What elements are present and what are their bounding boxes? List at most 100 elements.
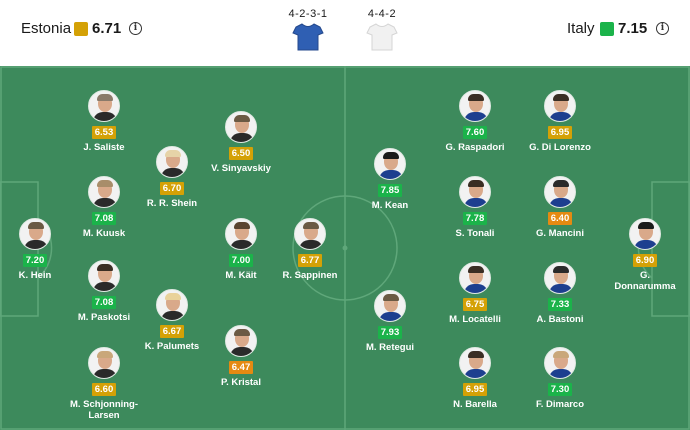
player-rating-badge: 7.60 [462,126,488,139]
player-name: M. Käit [225,270,257,281]
player-name: V. Sinyavskiy [211,163,271,174]
away-player[interactable]: 6.40 G. Mancini [525,176,595,239]
player-name: K. Palumets [144,341,200,352]
away-player[interactable]: 7.78 S. Tonali [440,176,510,239]
player-name: K. Hein [18,270,52,281]
home-team-rating: 6.71 [74,20,121,37]
player-name: G. Donnarumma [614,270,676,292]
player-avatar [544,262,576,294]
player-name: R. Sappinen [282,270,338,281]
player-rating-badge: 7.00 [228,254,254,267]
away-player[interactable]: 6.95 G. Di Lorenzo [525,90,595,153]
player-name: N. Barella [453,399,497,410]
player-rating-badge: 6.95 [462,383,488,396]
home-team-name: Estonia [21,20,72,37]
player-name: M. Kuusk [82,228,126,239]
player-avatar [544,176,576,208]
player-name: G. Raspadori [445,142,505,153]
home-rating-color-square [74,21,88,36]
player-rating-badge: 6.77 [297,254,323,267]
player-name: M. Paskotsi [77,312,131,323]
player-rating-badge: 7.78 [462,212,488,225]
player-avatar [225,111,257,143]
info-icon[interactable]: i [656,22,669,35]
player-avatar [88,260,120,292]
player-avatar [19,218,51,250]
player-avatar [459,90,491,122]
player-rating-badge: 6.70 [159,182,185,195]
player-avatar [225,218,257,250]
away-team-rating: 7.15 [600,20,647,37]
player-name: M. Retegui [365,342,415,353]
away-player[interactable]: 7.85 M. Kean [355,148,425,211]
home-player[interactable]: 7.20 K. Hein [0,218,70,281]
player-avatar [88,90,120,122]
home-player[interactable]: 7.08 M. Paskotsi [69,260,139,323]
player-rating-badge: 6.40 [547,212,573,225]
home-player[interactable]: 7.08 M. Kuusk [69,176,139,239]
player-rating-badge: 6.95 [547,126,573,139]
away-team-name: Italy [567,20,595,37]
player-rating-badge: 7.33 [547,298,573,311]
player-name: G. Mancini [535,228,585,239]
player-avatar [294,218,326,250]
player-rating-badge: 7.08 [91,212,117,225]
home-player[interactable]: 6.47 P. Kristal [206,325,276,388]
player-rating-badge: 6.75 [462,298,488,311]
player-name: S. Tonali [455,228,495,239]
player-avatar [156,289,188,321]
player-avatar [629,218,661,250]
player-name: M. Locatelli [449,314,501,325]
player-avatar [544,90,576,122]
player-avatar [225,325,257,357]
player-rating-badge: 7.08 [91,296,117,309]
home-player[interactable]: 6.53 J. Saliste [69,90,139,153]
player-name: F. Dimarco [535,399,585,410]
player-rating-badge: 6.53 [91,126,117,139]
player-name: J. Saliste [83,142,125,153]
away-player[interactable]: 7.93 M. Retegui [355,290,425,353]
player-avatar [374,290,406,322]
away-player[interactable]: 7.30 F. Dimarco [525,347,595,410]
player-name: M. Schjonning-Larsen [69,399,139,421]
player-avatar [88,347,120,379]
player-rating-badge: 6.47 [228,361,254,374]
away-player[interactable]: 6.95 N. Barella [440,347,510,410]
home-player[interactable]: 6.60 M. Schjonning-Larsen [69,347,139,421]
home-player[interactable]: 6.77 R. Sappinen [275,218,345,281]
home-player[interactable]: 6.50 V. Sinyavskiy [206,111,276,174]
player-rating-badge: 7.93 [377,326,403,339]
player-avatar [459,262,491,294]
player-name: P. Kristal [221,377,261,388]
player-avatar [459,347,491,379]
player-avatar [459,176,491,208]
home-rating-value: 6.71 [92,20,122,37]
player-rating-badge: 6.50 [228,147,254,160]
player-rating-badge: 6.67 [159,325,185,338]
pitch-markings [0,66,690,430]
away-rating-value: 7.15 [618,20,648,37]
lineup-header: Estonia 6.71 i 4-2-3-1 4-4-2 Italy 7.15 … [0,0,690,66]
info-icon[interactable]: i [129,22,142,35]
home-player[interactable]: 6.67 K. Palumets [137,289,207,352]
player-rating-badge: 7.30 [547,383,573,396]
player-avatar [374,148,406,180]
player-name: G. Di Lorenzo [529,142,591,153]
away-player[interactable]: 6.75 M. Locatelli [440,262,510,325]
player-avatar [544,347,576,379]
home-shirt-icon[interactable] [292,22,324,52]
home-formation: 4-2-3-1 [288,8,328,20]
away-player[interactable]: 7.60 G. Raspadori [440,90,510,153]
away-formation: 4-4-2 [367,8,397,20]
player-rating-badge: 7.85 [377,184,403,197]
away-shirt-icon[interactable] [366,22,398,52]
home-player[interactable]: 7.00 M. Käit [206,218,276,281]
player-name: M. Kean [371,200,409,211]
player-avatar [156,146,188,178]
player-rating-badge: 7.20 [22,254,48,267]
player-rating-badge: 6.60 [91,383,117,396]
